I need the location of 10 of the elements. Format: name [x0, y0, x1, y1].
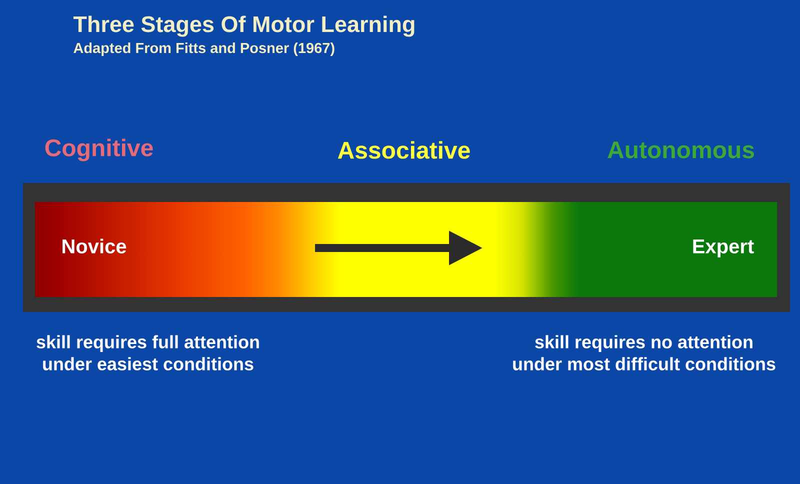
- title: Three Stages Of Motor Learning: [73, 16, 414, 37]
- level-label: Expert: [693, 239, 754, 258]
- stage-label: Associative: [338, 141, 470, 159]
- level-label: Novice: [62, 238, 126, 254]
- subtitle: Adapted From Fitts and Posner (1967): [74, 42, 334, 56]
- stage-label: Autonomous: [608, 142, 754, 158]
- description-text: skill requires no attention under most difficult conditions: [513, 335, 776, 370]
- description-text: skill requires full attention under easiest conditions: [36, 335, 259, 370]
- stage-label: Cognitive: [45, 138, 153, 162]
- gradient-bar: [23, 182, 790, 312]
